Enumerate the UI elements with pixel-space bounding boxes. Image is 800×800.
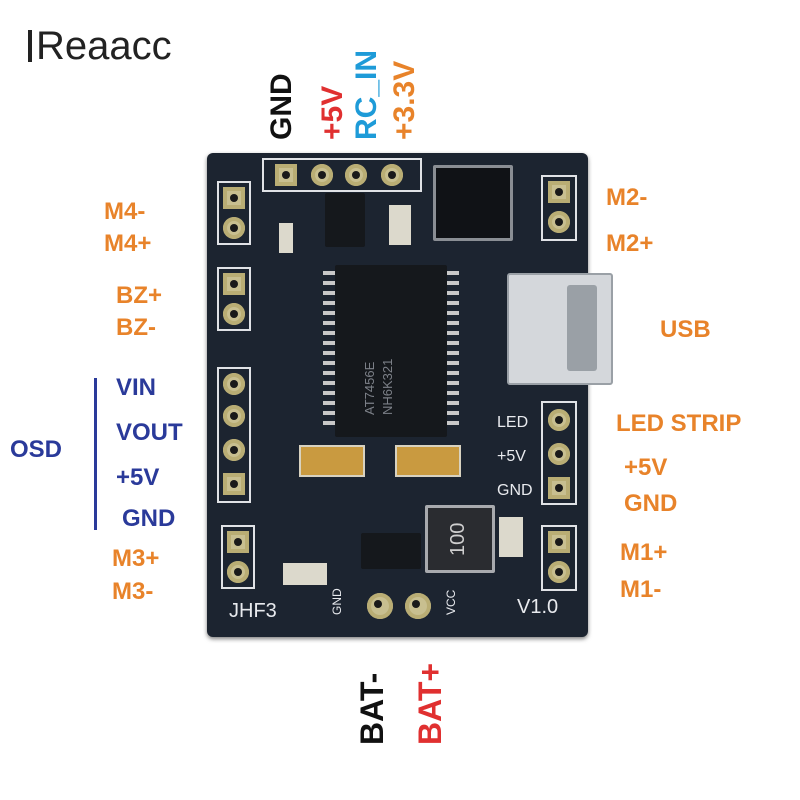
label-m3-minus: M3- xyxy=(112,578,154,605)
label-m1-minus: M1- xyxy=(620,576,662,603)
label-m2-minus: M2- xyxy=(606,184,648,211)
label-bz-minus: BZ- xyxy=(116,314,156,341)
pad-m4-minus xyxy=(223,187,245,209)
small-ic-bottom xyxy=(361,533,421,569)
m1-header-outline xyxy=(541,525,577,591)
label-bat-plus: BAT+ xyxy=(412,662,448,745)
mcu-chip xyxy=(433,165,513,241)
pad-m1-minus xyxy=(548,561,570,583)
m3-header-outline xyxy=(221,525,255,589)
regulator-chip xyxy=(325,193,365,247)
label-osd-5v: +5V xyxy=(116,464,160,491)
label-m1-plus: M1+ xyxy=(620,539,668,566)
label-bz-plus: BZ+ xyxy=(116,282,163,309)
pad-osd-5v xyxy=(223,439,245,461)
label-osd-gnd: GND xyxy=(122,505,176,532)
top-header-outline xyxy=(262,158,422,192)
top-pad-gnd xyxy=(275,164,297,186)
usb-opening xyxy=(567,285,597,371)
label-m3-plus: M3+ xyxy=(112,545,160,572)
ic-pins-left xyxy=(323,271,335,431)
pad-m2-minus xyxy=(548,181,570,203)
label-top-5v: +5V xyxy=(316,85,349,140)
m2-header-outline xyxy=(541,175,577,241)
silk-version: V1.0 xyxy=(517,596,559,618)
tantalum-cap-2 xyxy=(395,445,461,477)
bz-header-outline xyxy=(217,267,251,331)
label-top-gnd: GND xyxy=(265,73,298,140)
label-osd: OSD xyxy=(10,436,63,463)
smd-cap-bottom xyxy=(283,563,327,585)
ic-pins-right xyxy=(447,271,459,431)
silk-vcc: VCC xyxy=(444,589,458,615)
pad-led xyxy=(548,409,570,431)
label-m2-plus: M2+ xyxy=(606,230,654,257)
inductor-marking: 100 xyxy=(447,522,469,556)
inductor: 100 xyxy=(425,505,495,573)
pad-bat-minus xyxy=(367,593,393,619)
smd-cap-top xyxy=(389,205,411,245)
label-vout: VOUT xyxy=(116,419,183,446)
usb-port xyxy=(507,273,613,385)
silk-board-name: JHF3 xyxy=(229,600,277,622)
pad-led-5v xyxy=(548,443,570,465)
label-led-5v: +5V xyxy=(624,454,668,481)
pad-bz-plus xyxy=(223,273,245,295)
pcb-board: LED +5V GND GND VCC JHF3 V1.0 AT7456E NH… xyxy=(207,153,613,637)
logo-text: Reaacc xyxy=(36,24,172,68)
pad-m4-plus xyxy=(223,217,245,239)
pad-m2-plus xyxy=(548,211,570,233)
label-vin: VIN xyxy=(116,374,157,401)
pad-vin xyxy=(223,373,245,395)
silk-led-gnd: GND xyxy=(497,482,533,499)
tantalum-cap-1 xyxy=(299,445,365,477)
label-led-strip: LED STRIP xyxy=(616,410,742,437)
m4-header-outline xyxy=(217,181,251,245)
pad-m1-plus xyxy=(548,531,570,553)
label-top-3v3: +3.3V xyxy=(388,60,421,140)
label-led-gnd: GND xyxy=(624,490,678,517)
label-m4-plus: M4+ xyxy=(104,230,152,257)
osd-header-outline xyxy=(217,367,251,503)
pad-m3-plus xyxy=(227,531,249,553)
silk-led-5v: +5V xyxy=(497,448,526,465)
label-bat-minus: BAT- xyxy=(354,672,390,745)
smd-res-left xyxy=(279,223,293,253)
brand-logo: Reaacc xyxy=(28,26,172,66)
top-pad-rc-in xyxy=(345,164,367,186)
label-m4-minus: M4- xyxy=(104,198,146,225)
led-header-outline xyxy=(541,401,577,505)
pad-m3-minus xyxy=(227,561,249,583)
top-pad-3v3 xyxy=(381,164,403,186)
ic-marking-2: NH6K321 xyxy=(380,358,395,415)
pad-led-gnd xyxy=(548,477,570,499)
silk-gnd: GND xyxy=(330,588,344,615)
label-usb: USB xyxy=(660,316,711,343)
pad-vout xyxy=(223,405,245,427)
label-top-rc-in: RC_IN xyxy=(350,49,383,140)
osd-ic-chip: AT7456E NH6K321 xyxy=(335,265,447,437)
top-pad-5v xyxy=(311,164,333,186)
pad-osd-gnd xyxy=(223,473,245,495)
smd-cap-right xyxy=(499,517,523,557)
osd-bracket-line xyxy=(94,378,97,530)
logo-bar xyxy=(28,30,32,62)
pad-bz-minus xyxy=(223,303,245,325)
silk-led: LED xyxy=(497,414,529,431)
ic-marking-1: AT7456E xyxy=(362,361,377,415)
pad-bat-plus xyxy=(405,593,431,619)
